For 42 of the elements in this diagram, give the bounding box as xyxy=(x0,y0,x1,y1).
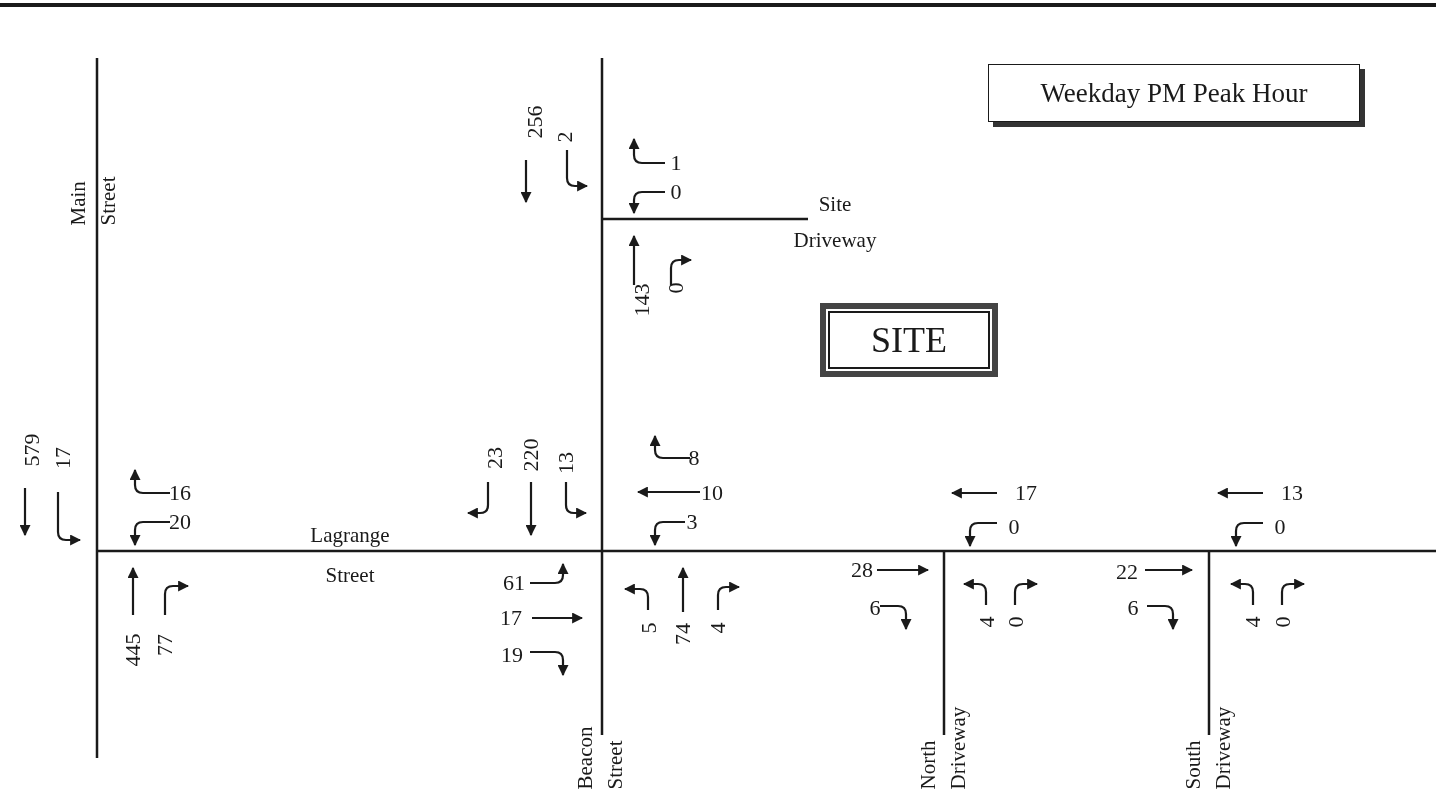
traffic-volume: 13 xyxy=(553,452,579,474)
traffic-volume: 17 xyxy=(500,605,522,631)
traffic-volume: 5 xyxy=(636,622,662,634)
traffic-volume: 23 xyxy=(482,447,508,469)
traffic-volume: 579 xyxy=(19,433,45,467)
street-name: South Driveway xyxy=(1180,705,1236,790)
traffic-volume: 22 xyxy=(1116,559,1138,585)
traffic-volume: 13 xyxy=(1281,480,1303,506)
street-name: Beacon Street xyxy=(572,725,628,790)
traffic-volume: 4 xyxy=(1240,616,1266,628)
traffic-volume: 17 xyxy=(50,447,76,469)
traffic-volume: 61 xyxy=(503,570,525,596)
traffic-volume: 4 xyxy=(705,622,731,634)
traffic-volume: 2 xyxy=(552,131,578,143)
traffic-volume: 0 xyxy=(663,282,689,294)
traffic-volume: 20 xyxy=(169,509,191,535)
traffic-volume: 0 xyxy=(1003,616,1029,628)
traffic-volume: 77 xyxy=(152,634,178,656)
traffic-volume: 0 xyxy=(1274,514,1286,540)
traffic-volume: 0 xyxy=(1008,514,1020,540)
traffic-volume: 445 xyxy=(120,633,146,667)
traffic-volume: 74 xyxy=(670,623,696,645)
traffic-volume: 0 xyxy=(670,179,682,205)
traffic-volume: 10 xyxy=(701,480,723,506)
street-name: Lagrange Street xyxy=(309,522,391,589)
traffic-volume: 19 xyxy=(501,642,523,668)
traffic-volume: 4 xyxy=(974,616,1000,628)
street-name: Site Driveway xyxy=(792,191,878,254)
traffic-volume: 16 xyxy=(169,480,191,506)
traffic-volume: 6 xyxy=(1127,595,1139,621)
street-name: Main Street xyxy=(65,175,121,226)
traffic-volume: 28 xyxy=(851,557,873,583)
street-name: North Driveway xyxy=(915,705,971,790)
traffic-volume: 3 xyxy=(686,509,698,535)
traffic-volume: 143 xyxy=(629,283,655,317)
traffic-volume: 17 xyxy=(1015,480,1037,506)
traffic-volume: 220 xyxy=(518,438,544,472)
traffic-volume: 6 xyxy=(869,595,881,621)
traffic-volume: 256 xyxy=(522,105,548,139)
traffic-volume: 0 xyxy=(1270,616,1296,628)
traffic-volume: 8 xyxy=(688,445,700,471)
traffic-volume: 1 xyxy=(670,150,682,176)
